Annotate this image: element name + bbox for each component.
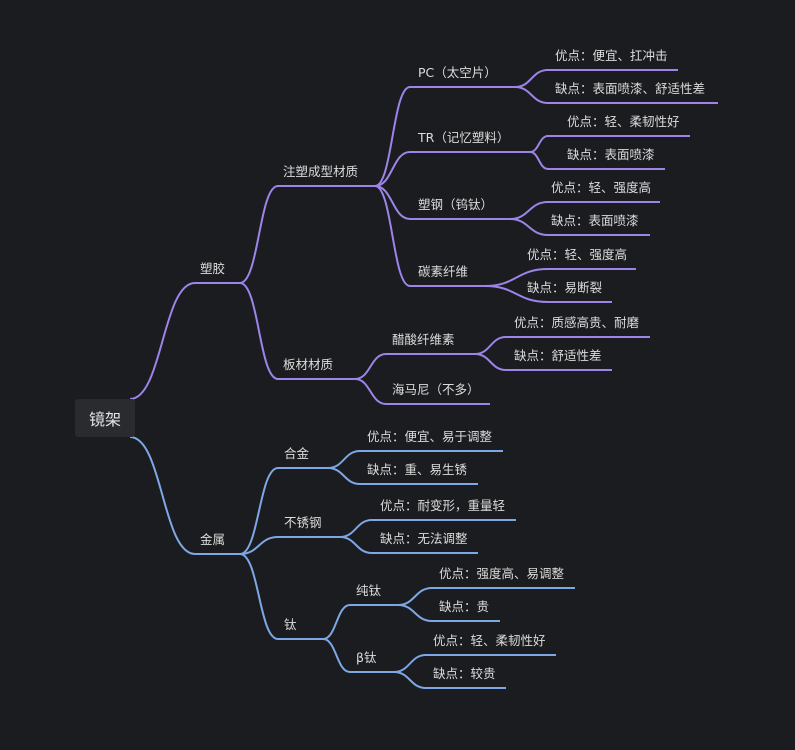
node-plastic-steel[interactable]: 塑钢（钨钛） xyxy=(418,197,494,212)
leaf-pure-titanium-con[interactable]: 缺点：贵 xyxy=(439,599,490,614)
node-carbon-fiber[interactable]: 碳素纤维 xyxy=(418,264,469,279)
link-stainless-con xyxy=(339,536,373,554)
node-beta-titanium[interactable]: β钛 xyxy=(356,650,377,665)
link-pc-pro xyxy=(514,69,549,88)
node-metal[interactable]: 金属 xyxy=(200,532,226,547)
leaf-alloy-pro[interactable]: 优点：便宜、易于调整 xyxy=(367,429,493,444)
link-titanium-pure xyxy=(322,604,351,640)
link-pure-titanium-con xyxy=(397,604,433,622)
link-alloy-pro xyxy=(327,450,361,469)
node-injection-molding[interactable]: 注塑成型材质 xyxy=(283,164,359,179)
link-plastic-steel-pro xyxy=(509,201,549,220)
link-injection-carbon-fiber xyxy=(374,185,411,287)
link-metal-alloy xyxy=(239,467,279,555)
link-carbon-fiber-con xyxy=(484,285,549,303)
leaf-stainless-con[interactable]: 缺点：无法调整 xyxy=(380,531,468,546)
leaf-carbon-fiber-con[interactable]: 缺点：易断裂 xyxy=(527,280,603,295)
link-titanium-beta xyxy=(322,638,351,673)
link-tr-pro xyxy=(529,135,549,153)
leaf-tr-pro[interactable]: 优点：轻、柔韧性好 xyxy=(567,114,680,129)
node-tr[interactable]: TR（记忆塑料） xyxy=(418,130,510,145)
node-stainless-steel[interactable]: 不锈钢 xyxy=(284,515,322,530)
link-beta-titanium-pro xyxy=(393,654,427,673)
leaf-plastic-steel-pro[interactable]: 优点：轻、强度高 xyxy=(551,180,652,195)
link-sheet-mazzucchelli xyxy=(354,378,387,405)
leaf-tr-con[interactable]: 缺点：表面喷漆 xyxy=(567,147,655,162)
link-stainless-pro xyxy=(339,519,373,538)
leaf-stainless-pro[interactable]: 优点：耐变形，重量轻 xyxy=(380,498,506,513)
link-plastic-sheet xyxy=(239,282,279,380)
node-sheet-material[interactable]: 板材材质 xyxy=(283,357,334,372)
leaf-carbon-fiber-pro[interactable]: 优点：轻、强度高 xyxy=(527,247,628,262)
link-acetate-pro xyxy=(474,336,507,355)
link-sheet-acetate xyxy=(354,353,387,380)
link-pure-titanium-pro xyxy=(397,587,433,606)
root-node[interactable]: 镜架 xyxy=(75,399,135,437)
node-pure-titanium[interactable]: 纯钛 xyxy=(356,583,382,598)
leaf-beta-titanium-con[interactable]: 缺点：较贵 xyxy=(433,666,496,681)
link-plastic-injection xyxy=(239,185,279,284)
node-titanium[interactable]: 钛 xyxy=(284,617,297,632)
link-tr-con xyxy=(529,151,549,170)
node-pc[interactable]: PC（太空片） xyxy=(418,65,497,80)
leaf-pure-titanium-pro[interactable]: 优点：强度高、易调整 xyxy=(439,566,565,581)
leaf-plastic-steel-con[interactable]: 缺点：表面喷漆 xyxy=(551,213,639,228)
link-root-metal xyxy=(129,436,196,555)
link-injection-plastic-steel xyxy=(374,185,411,220)
link-metal-titanium xyxy=(239,553,279,640)
leaf-alloy-con[interactable]: 缺点：重、易生锈 xyxy=(367,462,468,477)
link-beta-titanium-con xyxy=(393,671,427,689)
link-acetate-con xyxy=(474,353,507,371)
leaf-pc-pro[interactable]: 优点：便宜、扛冲击 xyxy=(555,48,668,63)
leaf-beta-titanium-pro[interactable]: 优点：轻、柔韧性好 xyxy=(433,633,546,648)
link-alloy-con xyxy=(327,467,361,485)
link-metal-stainless xyxy=(239,536,279,555)
link-plastic-steel-con xyxy=(509,218,549,236)
node-mazzucchelli[interactable]: 海马尼（不多） xyxy=(392,382,480,397)
leaf-pc-con[interactable]: 缺点：表面喷漆、舒适性差 xyxy=(555,81,706,96)
node-alloy[interactable]: 合金 xyxy=(284,446,310,461)
node-acetate[interactable]: 醋酸纤维素 xyxy=(392,332,455,347)
leaf-acetate-pro[interactable]: 优点：质感高贵、耐磨 xyxy=(514,315,640,330)
link-pc-con xyxy=(514,86,549,104)
link-root-plastic xyxy=(129,282,196,400)
node-plastic[interactable]: 塑胶 xyxy=(200,261,226,276)
link-injection-pc xyxy=(374,86,411,187)
leaf-acetate-con[interactable]: 缺点：舒适性差 xyxy=(514,348,602,363)
link-injection-tr xyxy=(374,151,411,187)
